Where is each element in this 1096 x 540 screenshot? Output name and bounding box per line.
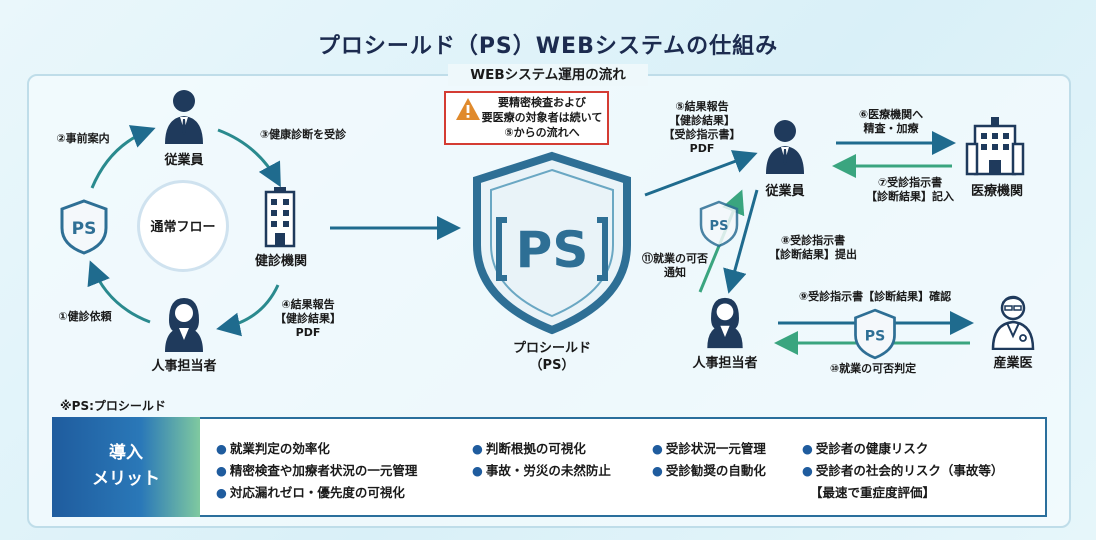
step9-label: ⑨受診指示書【診断結果】確認 bbox=[798, 290, 952, 303]
cycle-arrows bbox=[87, 125, 281, 337]
step10-label: ⑩就業の可否判定 bbox=[829, 362, 917, 375]
panel-subtitle: WEBシステム運用の流れ bbox=[448, 64, 648, 86]
merit-box bbox=[52, 417, 1047, 517]
hr-person-icon-left bbox=[165, 298, 203, 352]
merit-item: ●受診状況一元管理 bbox=[652, 441, 766, 456]
merit-item: ●受診者の社会的リスク（事故等） bbox=[802, 463, 1004, 478]
normal-flow-label: 通常フロー bbox=[150, 220, 216, 235]
step4-label: ④結果報告 【健診結果】 PDF bbox=[275, 298, 341, 339]
warning-box bbox=[444, 91, 609, 145]
merit-item: ●精密検査や加療者状況の一元管理 bbox=[216, 463, 418, 478]
arrow-step8 bbox=[723, 189, 759, 294]
ps-mark-text: PS bbox=[516, 221, 589, 279]
employee-person-icon bbox=[165, 90, 203, 144]
clinic-label: 健診機関 bbox=[254, 254, 307, 269]
merit-item: ●判断根拠の可視化 bbox=[472, 441, 586, 456]
hospital-building-icon bbox=[965, 117, 1025, 176]
hr-person-icon-right bbox=[707, 297, 743, 349]
doctor-person-icon bbox=[991, 295, 1035, 350]
arrow-step5 bbox=[644, 150, 758, 197]
step3-label: ③健康診断を受診 bbox=[259, 128, 347, 141]
merit-heading: 導入 メリット bbox=[52, 417, 200, 517]
merit-item: ●受診者の健康リスク bbox=[802, 441, 929, 456]
step11-label: ⑪就業の可否 通知 bbox=[642, 252, 708, 279]
employee-person-icon-right bbox=[766, 120, 804, 174]
clinic-building-icon bbox=[264, 187, 296, 248]
merit-item: ●受診勧奨の自動化 bbox=[652, 463, 766, 478]
step6-label: ⑥医療機関へ 精査・加療 bbox=[858, 108, 924, 135]
svg-text:PS: PS bbox=[865, 329, 885, 345]
shield-icon-mid: PS bbox=[699, 200, 739, 248]
hr-label-right: 人事担当者 bbox=[692, 356, 758, 371]
employee-label-left: 従業員 bbox=[164, 153, 204, 168]
arrow-step2 bbox=[90, 125, 156, 189]
merit-item: ●事故・労災の未然防止 bbox=[472, 463, 611, 478]
ps-footnote: ※PS:プロシールド bbox=[60, 399, 166, 413]
shield-icon-right: PS bbox=[854, 308, 896, 360]
hr-label-left: 人事担当者 bbox=[151, 359, 217, 374]
arrow-step3 bbox=[217, 128, 281, 188]
warning-text: 要精密検査および 要医療の対象者は続いて ⑤からの流れへ bbox=[481, 96, 603, 139]
arrow-step1 bbox=[87, 260, 151, 324]
warning-icon bbox=[456, 98, 480, 120]
shield-icon-left: PS bbox=[60, 199, 108, 255]
merit-item: ●就業判定の効率化 bbox=[216, 441, 330, 456]
step8-label: ⑧受診指示書 【診断結果】提出 bbox=[769, 234, 857, 261]
page-title: プロシールド（PS）WEBシステムの仕組み bbox=[317, 34, 779, 59]
hospital-label: 医療機関 bbox=[970, 184, 1023, 199]
merit-item: ●対応漏れゼロ・優先度の可視化 bbox=[216, 485, 405, 500]
arrow-step4 bbox=[216, 284, 280, 337]
step5-label: ⑤結果報告 【健診結果】 【受診指示書】 PDF bbox=[663, 100, 741, 155]
prosheild-shield-icon: PS bbox=[473, 151, 631, 335]
normal-flow-circle bbox=[137, 180, 229, 272]
doctor-label: 産業医 bbox=[993, 356, 1033, 371]
svg-text:PS: PS bbox=[710, 219, 729, 234]
employee-label-right: 従業員 bbox=[765, 184, 805, 199]
step1-label: ①健診依頼 bbox=[58, 310, 112, 323]
merit-item-note: 【最速で重症度評価】 bbox=[810, 485, 936, 500]
step7-label: ⑦受診指示書 【診断結果】記入 bbox=[866, 176, 954, 203]
ps-name-label: プロシールド （PS） bbox=[512, 341, 591, 373]
svg-text:PS: PS bbox=[72, 219, 97, 239]
step2-label: ②事前案内 bbox=[56, 132, 110, 145]
